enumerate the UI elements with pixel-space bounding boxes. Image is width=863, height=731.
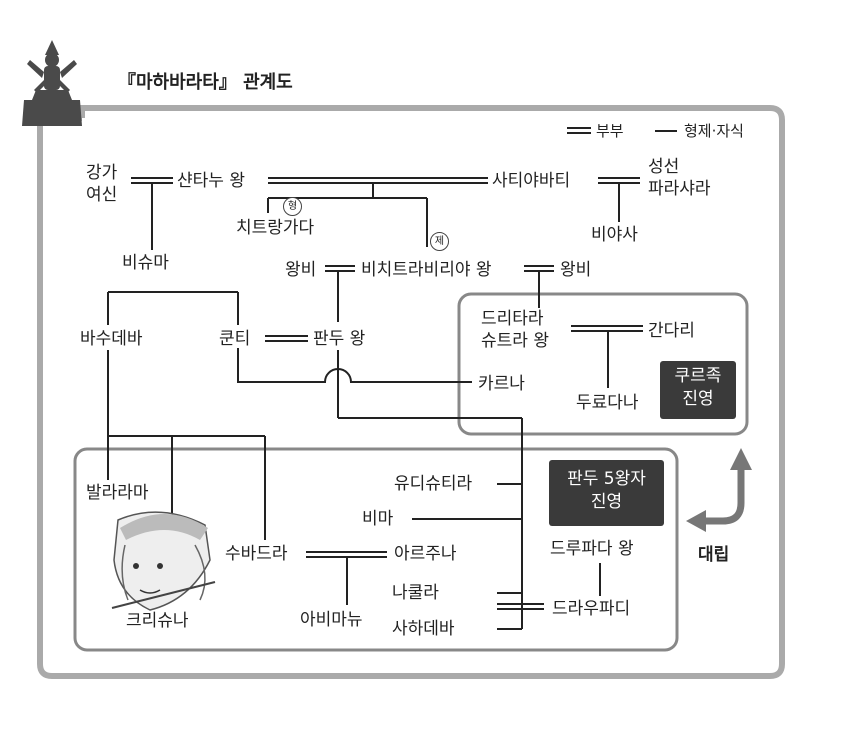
person-subhadra: 수바드라 <box>225 544 288 564</box>
person-gandhari: 간다리 <box>648 321 695 341</box>
person-shantanu: 샨타누 왕 <box>177 171 245 191</box>
deity-statue-icon <box>22 40 82 126</box>
person-pandu: 판두 왕 <box>313 329 366 349</box>
person-abhimanyu: 아비마뉴 <box>300 610 363 630</box>
outer-frame <box>37 105 785 679</box>
pandava-camp-badge: 판두 5왕자 진영 <box>549 460 664 526</box>
person-kunti: 쿤티 <box>219 329 251 349</box>
kaurava-camp-box <box>457 292 749 436</box>
diagram-title: 『마하바라타』 관계도 <box>118 72 293 93</box>
conflict-label: 대립 <box>698 545 730 565</box>
person-sahadeva: 사하데바 <box>392 619 455 639</box>
person-yudhishthira: 유디슈티라 <box>394 474 473 494</box>
person-nakula: 나쿨라 <box>392 583 439 603</box>
younger-marker: 제 <box>430 232 449 251</box>
person-karna: 카르나 <box>478 374 525 394</box>
person-queen-left: 왕비 <box>285 260 317 280</box>
person-chitrangada: 치트랑가다 <box>236 218 315 238</box>
person-ganga: 강가 여신 <box>86 163 118 205</box>
person-balarama: 발라라마 <box>86 483 149 503</box>
person-vyasa: 비야사 <box>591 225 638 245</box>
person-bhishma: 비슈마 <box>122 253 169 273</box>
person-arjuna: 아르주나 <box>394 544 457 564</box>
conflict-arrow-icon <box>686 448 752 532</box>
person-bhima: 비마 <box>362 509 394 529</box>
person-vichitravirya: 비치트라비리야 왕 <box>361 260 492 280</box>
pandava-camp-box <box>73 447 679 652</box>
person-dhritarashtra: 드리타라 슈트라 왕 <box>481 309 549 351</box>
person-satyavati: 사티야바티 <box>492 171 571 191</box>
person-queen-right: 왕비 <box>560 260 592 280</box>
kaurava-camp-badge: 쿠르족 진영 <box>660 361 736 419</box>
person-krishna: 크리슈나 <box>126 611 189 631</box>
legend-spouse: 부부 <box>596 122 624 140</box>
elder-marker: 형 <box>283 197 302 216</box>
person-duryodhana: 두료다나 <box>576 393 639 413</box>
legend-sibling-child: 형제·자식 <box>684 122 744 140</box>
krishna-portrait <box>111 511 216 611</box>
person-draupadi: 드라우파디 <box>552 599 631 619</box>
person-vasudeva: 바수데바 <box>80 329 143 349</box>
person-drupada: 드루파다 왕 <box>550 539 634 559</box>
person-parashara: 성선 파라샤라 <box>648 157 711 199</box>
